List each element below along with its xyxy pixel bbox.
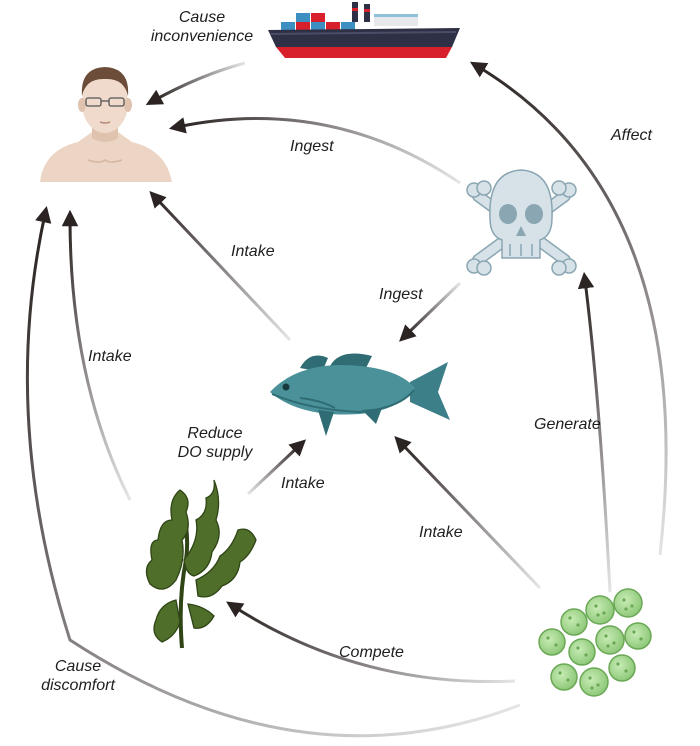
label-intake-seaweed-human: Intake xyxy=(88,348,132,365)
ship-illustration xyxy=(268,2,460,58)
fish-illustration xyxy=(270,353,450,436)
arrow-fish-to-human xyxy=(149,191,292,342)
label-cause-discomfort-line2: discomfort xyxy=(41,677,115,694)
human-illustration xyxy=(40,67,172,182)
arrow-seaweed-to-human xyxy=(61,209,132,501)
label-ingest-human: Ingest xyxy=(290,138,334,155)
arrow-ship-to-human xyxy=(145,61,246,105)
label-reduce-do-supply: Reduce DO supply xyxy=(160,424,270,462)
label-intake-seaweed-fish: Intake xyxy=(281,475,325,492)
arrow-algae-to-toxin xyxy=(577,271,612,593)
arrow-algae-to-fish xyxy=(394,436,542,590)
label-cause-inconvenience-line2: inconvenience xyxy=(150,28,254,45)
arrow-toxin-to-fish xyxy=(399,281,462,342)
label-intake-fish-human: Intake xyxy=(231,243,275,260)
arrow-toxin-to-human xyxy=(168,116,461,185)
label-intake-algae-fish: Intake xyxy=(419,524,463,541)
label-cause-inconvenience-line1: Cause xyxy=(178,9,226,26)
arrow-algae-to-human xyxy=(25,205,521,738)
label-cause-discomfort: Cause discomfort xyxy=(28,657,128,695)
label-reduce-line1: Reduce xyxy=(187,425,243,442)
label-cause-discomfort-line1: Cause xyxy=(54,658,102,675)
arrow-seaweed-to-fish xyxy=(246,439,307,496)
label-affect: Affect xyxy=(611,127,652,144)
arrow-algae-to-seaweed xyxy=(226,601,516,684)
label-cause-inconvenience: Cause inconvenience xyxy=(147,8,257,46)
algae-cell-dots xyxy=(546,598,643,690)
label-ingest-fish: Ingest xyxy=(379,286,423,303)
arrow-algae-to-ship xyxy=(469,61,668,556)
label-reduce-line2: DO supply xyxy=(177,444,253,461)
algae-cells-illustration xyxy=(538,588,652,697)
label-generate: Generate xyxy=(534,416,601,433)
seaweed-illustration xyxy=(145,479,257,649)
toxin-skull-icon xyxy=(466,169,577,276)
label-compete: Compete xyxy=(339,644,404,661)
